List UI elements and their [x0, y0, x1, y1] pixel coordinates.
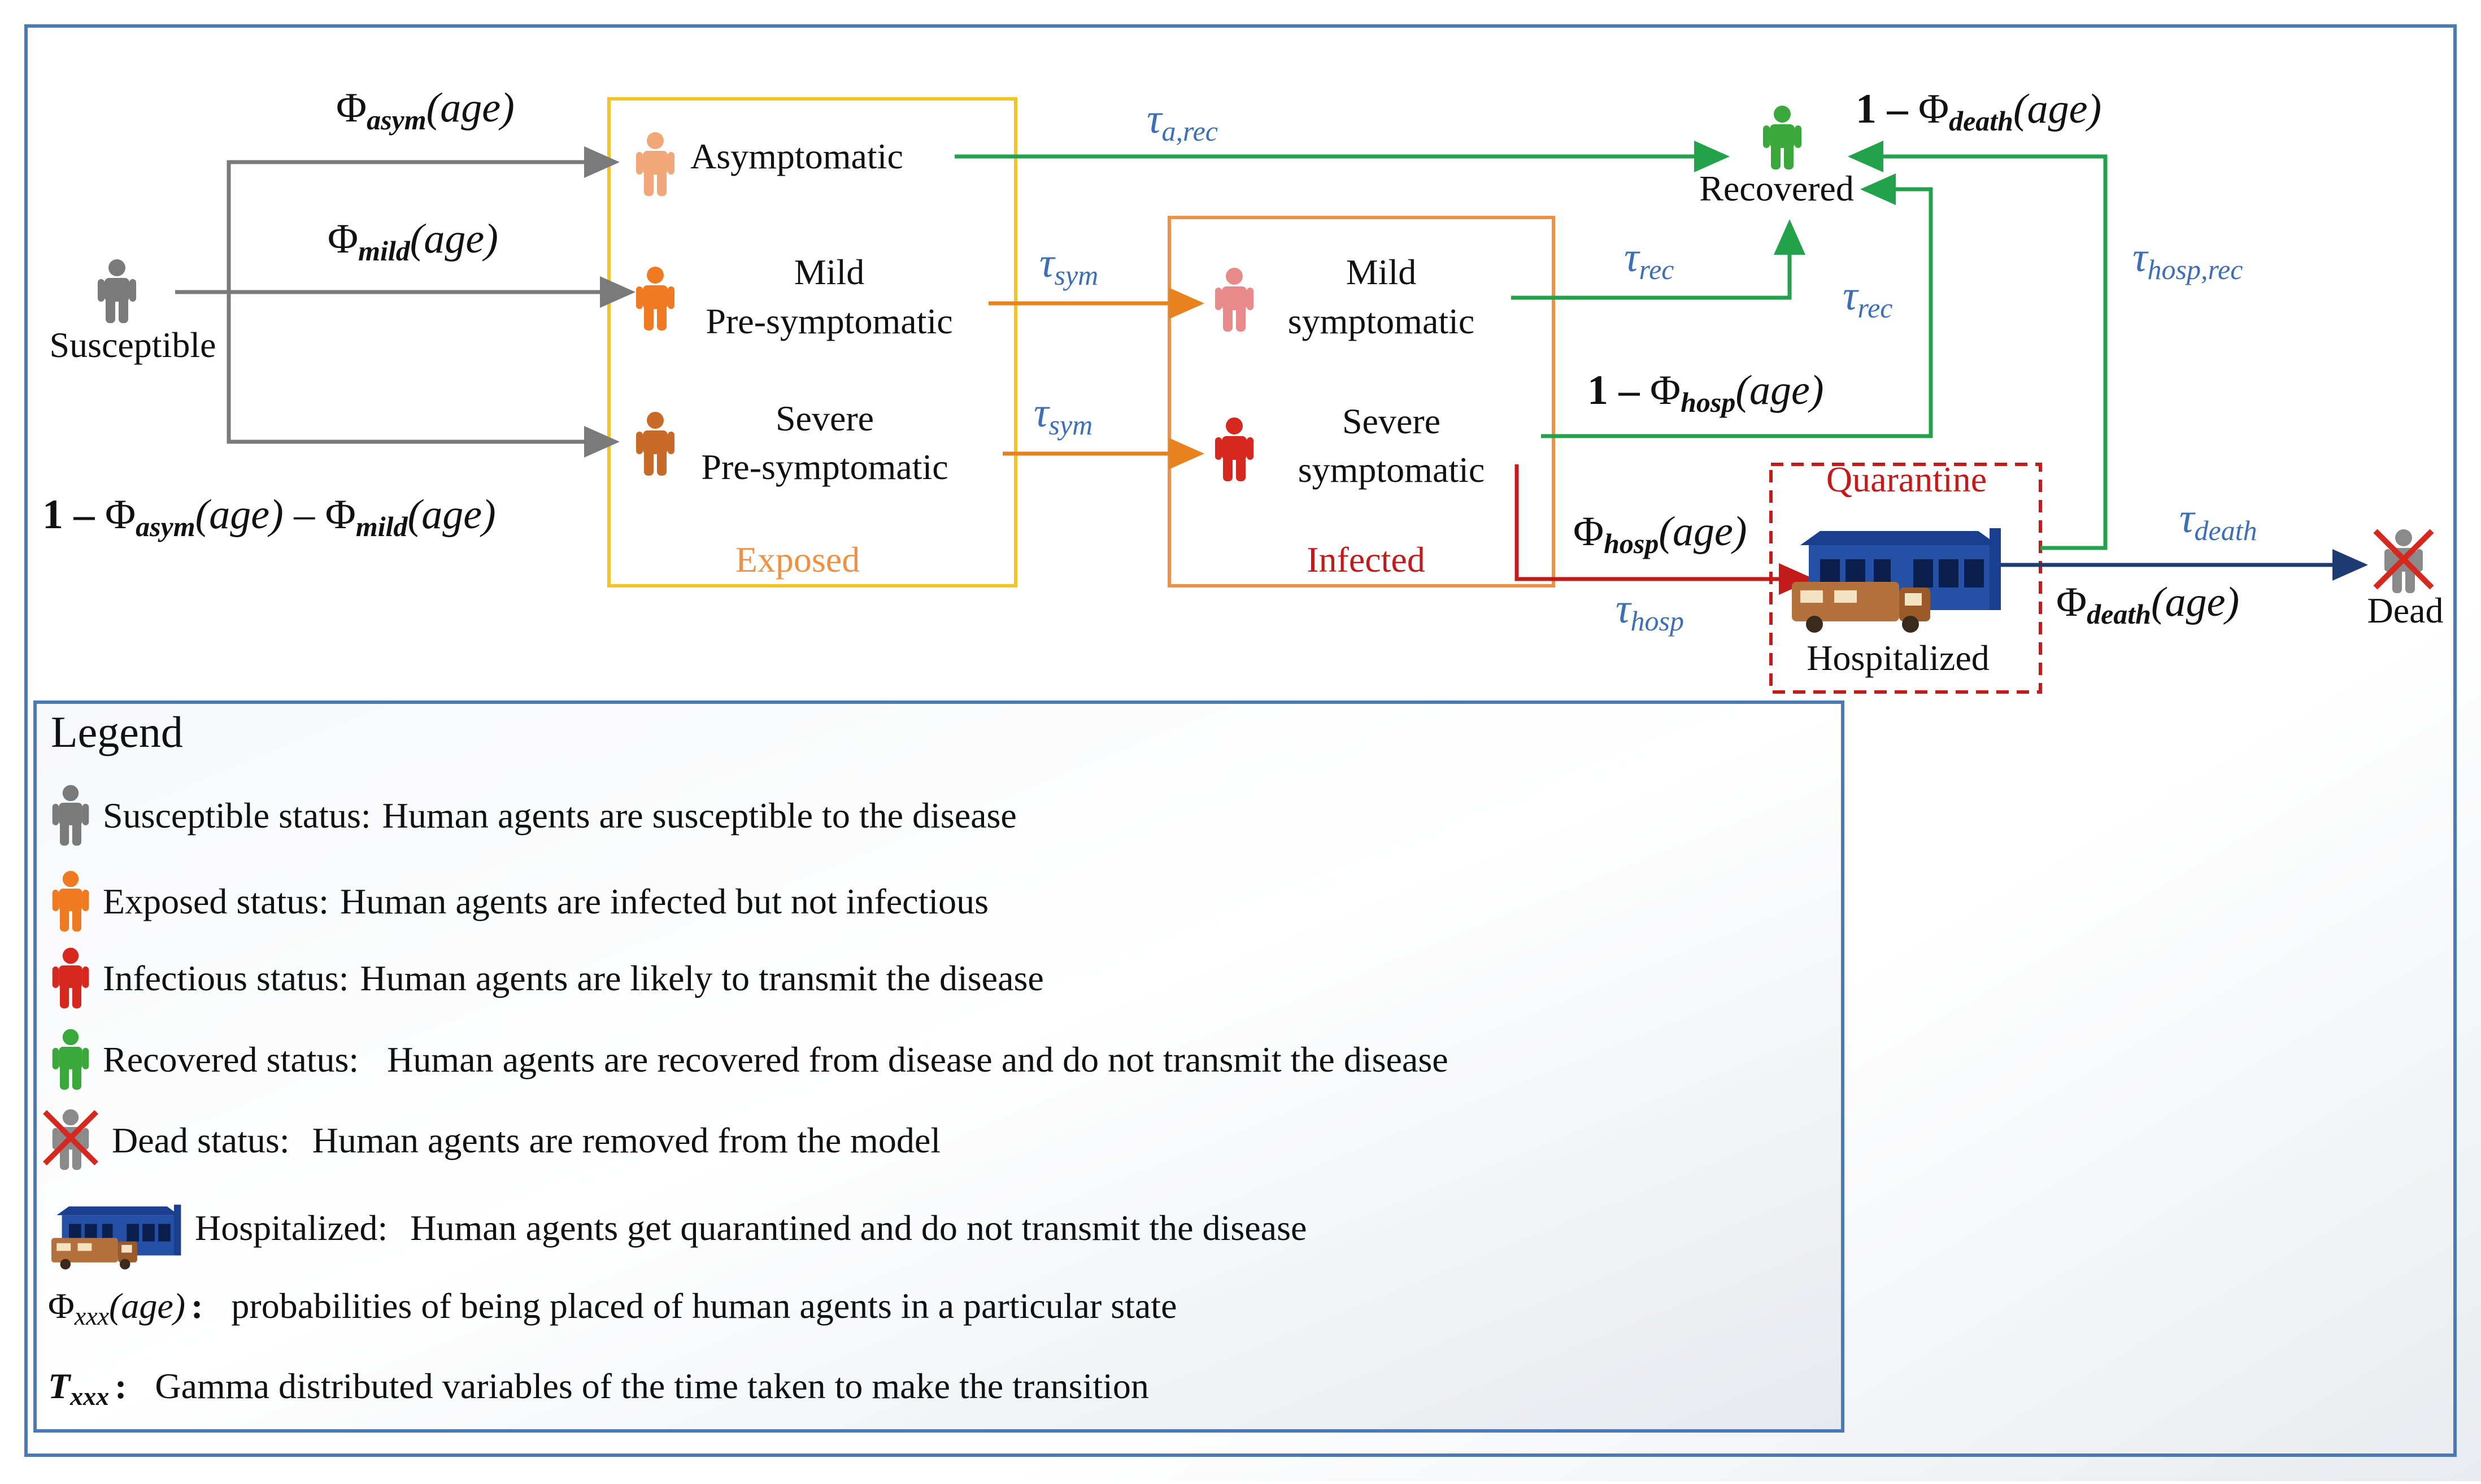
severe-to-recovered-arrow	[1541, 173, 1933, 438]
legend-item-exposed: Exposed status: Human agents are infected…	[52, 871, 989, 932]
legend-label: Susceptible status:	[103, 795, 371, 835]
legend-label: Infectious status:	[103, 958, 349, 998]
hospitalized-label: Hospitalized	[1807, 638, 1989, 678]
legend-text: Human agents get quarantined and do not …	[410, 1208, 1307, 1248]
legend-label: Dead status:	[112, 1120, 290, 1160]
legend-item-recovered: Recovered status: Human agents are recove…	[52, 1029, 1448, 1090]
svg-text:Infectious status:Human agents: Infectious status: Human agents are likel…	[103, 958, 1044, 998]
legend-label: Hospitalized:	[195, 1208, 388, 1248]
legend-text: Human agents are infected but not infect…	[340, 881, 989, 921]
mild-sym-label-1: Mild	[1346, 252, 1416, 292]
quarantine-label: Quarantine	[1826, 459, 1987, 499]
dead-label: Dead	[2367, 590, 2443, 630]
legend-text: Human agents are recovered from disease …	[387, 1039, 1448, 1080]
svg-text:Susceptible status:Human agent: Susceptible status: Human agents are susc…	[103, 795, 1017, 835]
svg-text:Φxxx(age):probabilities of bei: Φxxx(age):probabilities of being placed …	[48, 1286, 1177, 1330]
svg-text:Dead status:Human agents are r: Dead status: Human agents are removed fro…	[112, 1120, 941, 1160]
asymptomatic-label: Asymptomatic	[690, 136, 903, 176]
legend-text: Human agents are removed from the model	[312, 1120, 941, 1160]
tau-hosp-label: τhosp	[1616, 586, 1684, 637]
legend-item-hospitalized: Hospitalized: Human agents get quarantine…	[51, 1204, 1307, 1270]
infected-label: Infected	[1307, 539, 1425, 580]
severe-pre-label-2: Pre-symptomatic	[701, 447, 948, 487]
hosp-to-recovered-arrow	[1848, 141, 2108, 550]
tau-sym-mild-label: τsym	[1039, 240, 1098, 291]
susceptible-label: Susceptible	[49, 325, 216, 365]
phi-susceptible-remainder-label: 1 – Φasym(age) – Φmild(age)	[42, 491, 496, 542]
recovered-label: Recovered	[1699, 168, 1854, 208]
severe-sym-label-1: Severe	[1342, 401, 1440, 441]
dead-person-icon	[2373, 529, 2434, 593]
exposed-box	[607, 97, 1017, 587]
svg-text:Txxx:Gamma distributed variabl: Txxx:Gamma distributed variables of the …	[48, 1366, 1149, 1411]
legend-text: Human agents are likely to transmit the …	[360, 958, 1043, 998]
exposed-label: Exposed	[735, 539, 860, 580]
mild-pre-label-1: Mild	[794, 252, 864, 292]
tau-death-label: τdeath	[2179, 495, 2257, 546]
legend-item-t: Txxx:Gamma distributed variables of the …	[48, 1366, 1149, 1411]
phi-hosp-label: Φhosp(age)	[1573, 508, 1747, 559]
person-dead-icon	[43, 1109, 98, 1170]
legend-item-susceptible: Susceptible status: Human agents are susc…	[52, 785, 1017, 846]
outer-frame	[24, 24, 2457, 1457]
severe-sym-label-2: symptomatic	[1298, 450, 1485, 490]
phi-death-label: Φdeath(age)	[2056, 579, 2239, 630]
legend-item-dead: Dead status: Human agents are removed fro…	[43, 1109, 941, 1170]
mild-pre-label-2: Pre-symptomatic	[706, 301, 952, 341]
legend-text: Human agents are susceptible to the dise…	[382, 795, 1017, 835]
legend-item-phi: Φxxx(age):probabilities of being placed …	[48, 1286, 1177, 1330]
tau-rec-mild-label: τrec	[1624, 234, 1674, 285]
phi-asym-label: Φasym(age)	[336, 85, 515, 136]
legend-title: Legend	[51, 707, 183, 756]
tau-rec-severe-label: τrec	[1843, 273, 1893, 324]
susceptible-arrows	[175, 146, 636, 458]
mild-sym-label-2: symptomatic	[1288, 301, 1475, 341]
tau-sym-severe-label: τsym	[1034, 390, 1092, 441]
legend-label: Exposed status:	[103, 881, 329, 921]
phi-mild-label: Φmild(age)	[328, 216, 498, 267]
legend-label: Recovered status:	[103, 1039, 359, 1080]
legend-item-infectious: Infectious status: Human agents are likel…	[52, 947, 1044, 1008]
svg-text:Hospitalized:Human agents get: Hospitalized: Human agents get quarantine…	[195, 1208, 1307, 1248]
tau-a-rec-label: τa,rec	[1147, 96, 1218, 147]
svg-text:Recovered status:Human agents: Recovered status: Human agents are recove…	[103, 1039, 1448, 1080]
phi-recovered-from-death-label: 1 – Φdeath(age)	[1856, 86, 2101, 137]
hosp-arrow	[1514, 464, 1814, 595]
svg-text:Exposed status:Human agents ar: Exposed status: Human agents are infected…	[103, 881, 989, 921]
phi-not-hosp-label: 1 – Φhosp(age)	[1587, 367, 1824, 418]
severe-pre-label-1: Severe	[776, 398, 874, 438]
mild-to-recovered-arrow	[1511, 219, 1805, 300]
infected-box	[1168, 216, 1555, 587]
legend-box	[33, 700, 1844, 1433]
tau-hosp-rec-label: τhosp,rec	[2132, 234, 2243, 285]
